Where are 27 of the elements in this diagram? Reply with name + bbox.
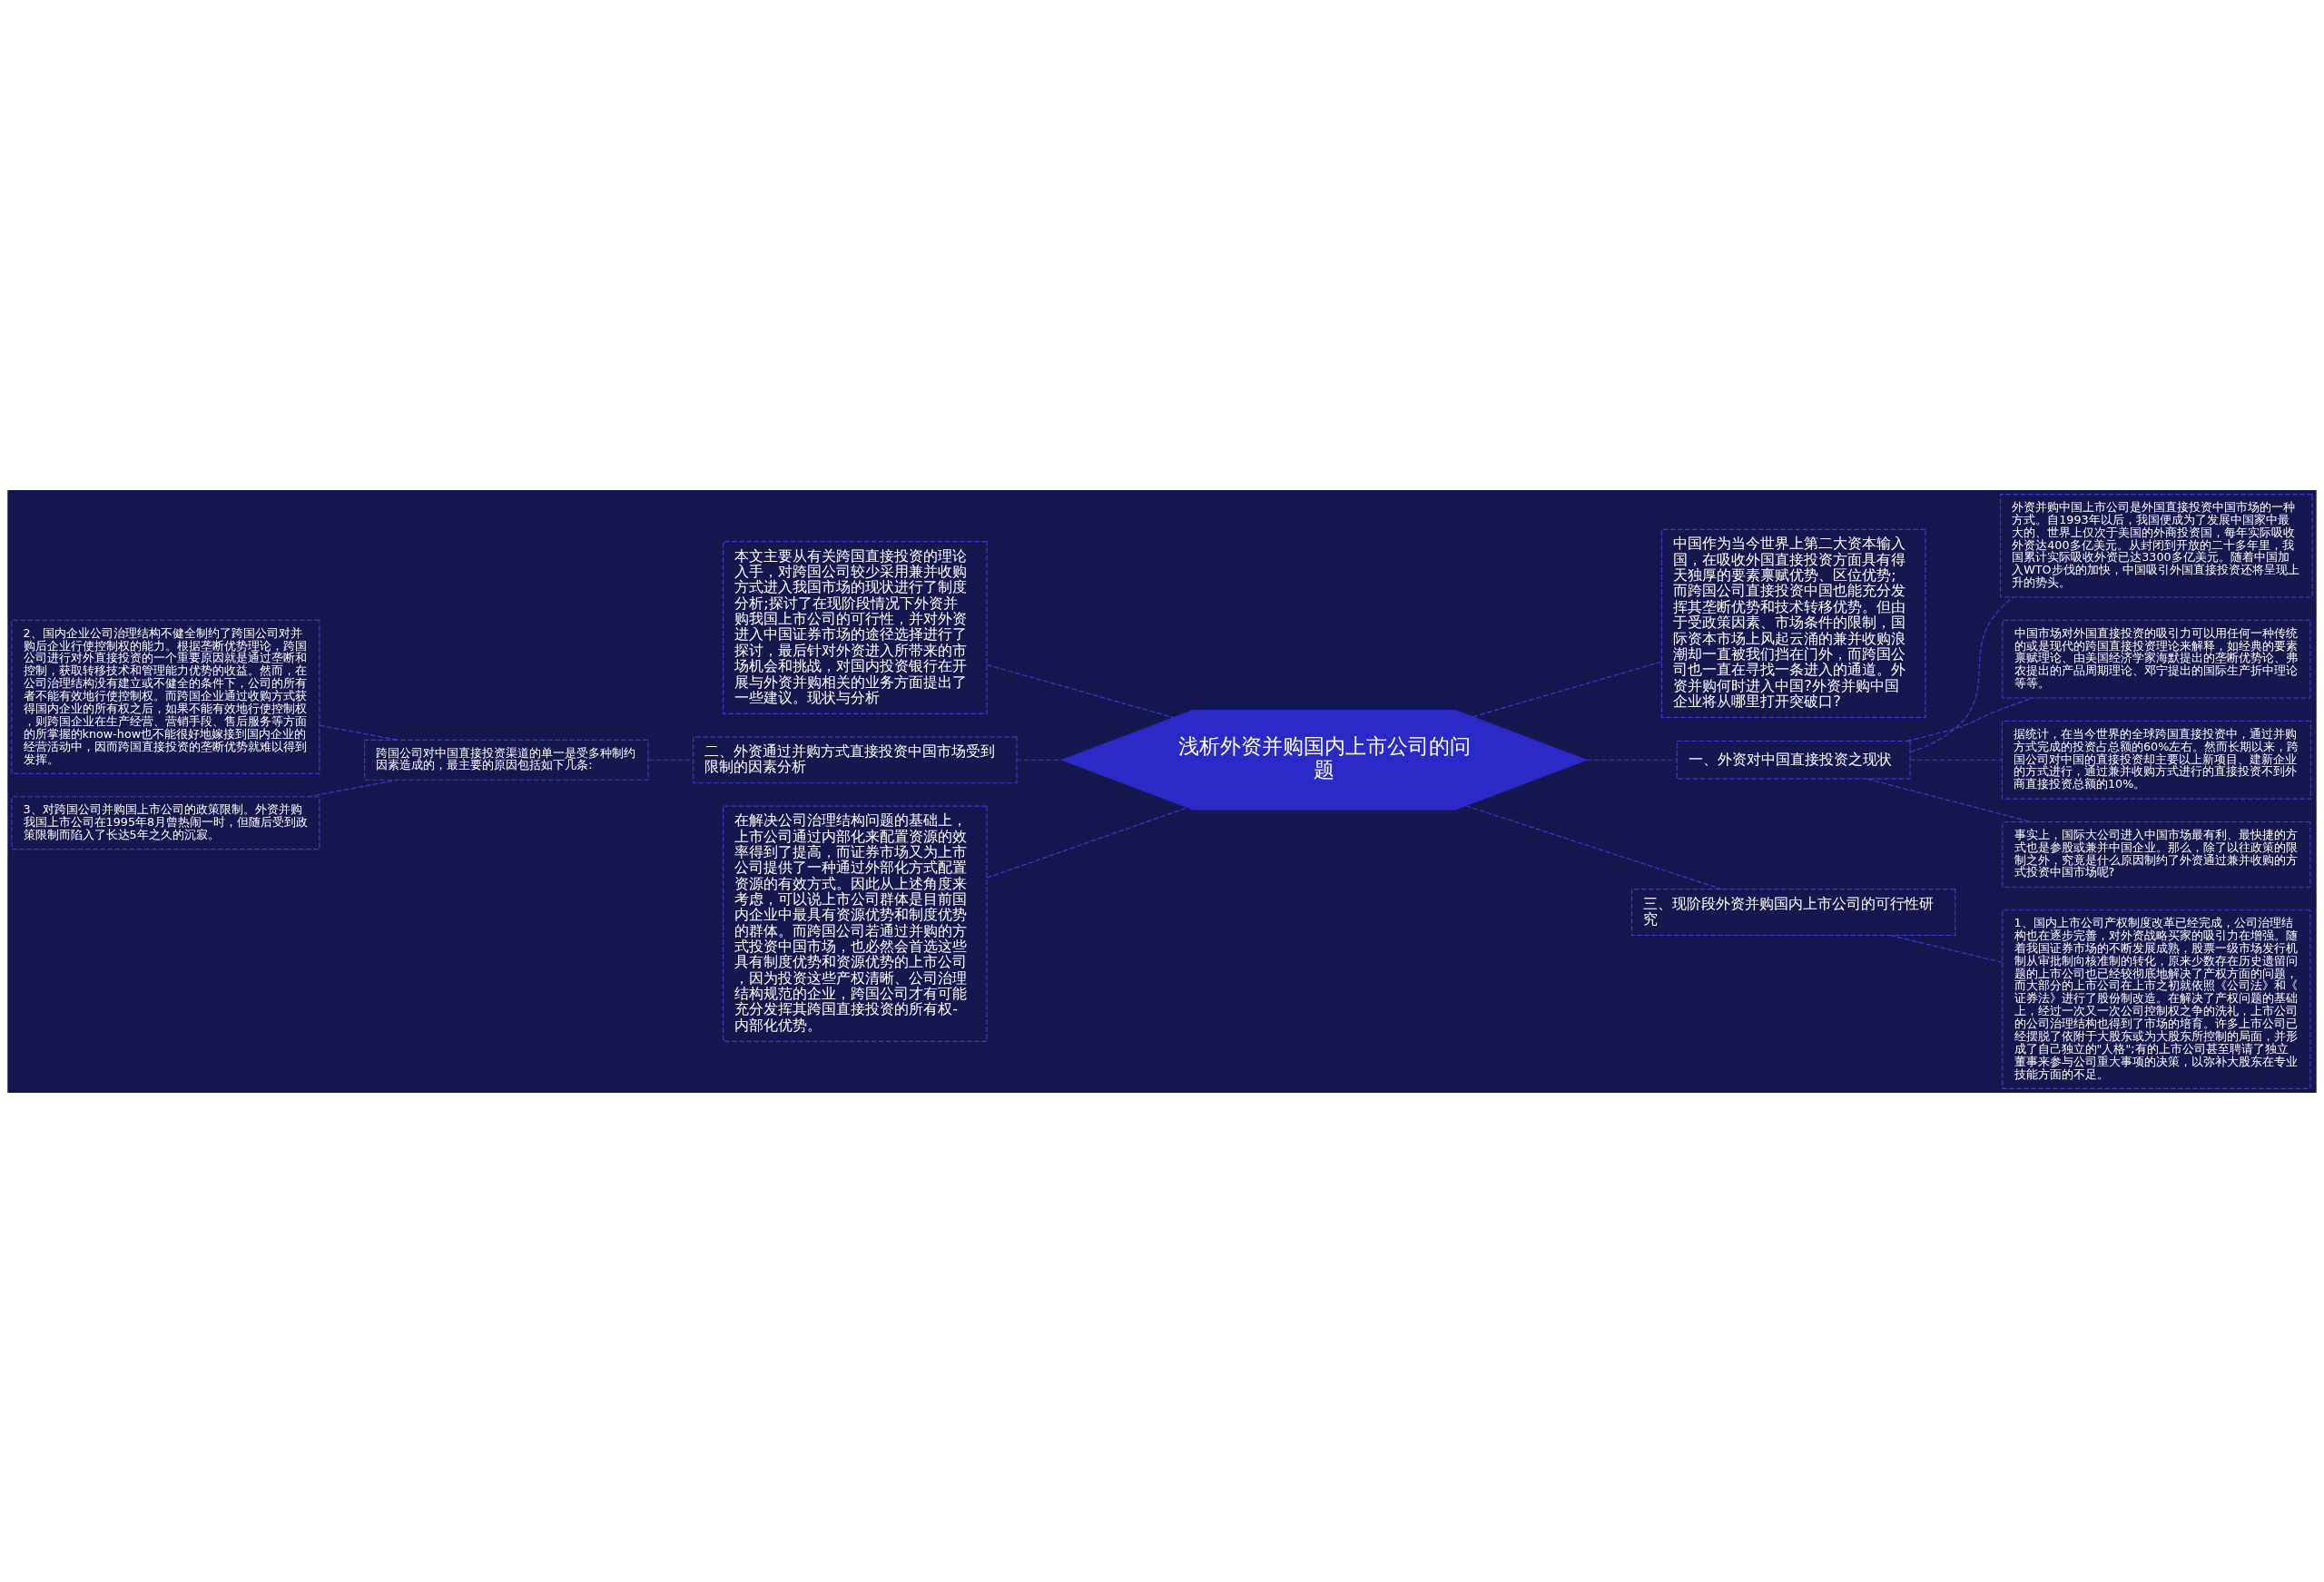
connector bbox=[1905, 697, 2034, 742]
connector bbox=[319, 724, 399, 741]
node-box: 一、外资对中国直接投资之现状 bbox=[1676, 740, 1911, 780]
node-box: 事实上，国际大公司进入中国市场最有利、最快捷的方式也是参股或兼并中国企业。那么，除了以往政策的限制之外，究竟是什么原因制约了外资通过兼并收购的方式投资中国市场呢? bbox=[2002, 820, 2311, 888]
connector bbox=[986, 663, 1175, 718]
node-box: 中国作为当今世界上第二大资本输入国，在吸收外国直接投资方面具有得天独厚的要素禀赋优势、区位优势;而跨国公司直接投资中国也能充分发挥其垄断优势和技术转移优势。但由于受政策因素、市场条件的限制，国际资本市场上风起云涌的兼并收购浪潮却一直被我们挡在门外，而跨国公司也一直在寻找一条进入的通道。外资并购何时进入中国?外资并购中国企业将从哪里打开突破口? bbox=[1660, 528, 1926, 718]
connector bbox=[1866, 778, 2032, 822]
connector bbox=[1472, 660, 1662, 717]
node-box: 2、国内企业公司治理结构不健全制约了跨国公司对并购后企业行使控制权的能力。根据垄断优势理论，跨国公司进行对外直接投资的一个重要原因就是通过垄断和控制，获取转移技术和管理能力优势的收益。然而，在公司治理结构没有建立或不健全的条件下，公司的所有者不能有效地行使控制权。而跨国企业通过收购方式获得国内企业的所有权之后，如果不能有效地行使控制权，则跨国企业在生产经营、营销手段、售后服务等方面的所掌握的know-how也不能很好地嫁接到国内企业的经营活动中，因而跨国直接投资的垄断优势就难以得到发挥。 bbox=[11, 619, 320, 774]
connector bbox=[647, 759, 694, 761]
node-box: 二、外资通过并购方式直接投资中国市场受到限制的因素分析 bbox=[693, 735, 1018, 783]
node-box: 1、国内上市公司产权制度改革已经完成，公司治理结构也在逐步完善，对外资战略买家的吸引力在增强。随着我国证券市场的不断发展成熟，股票一级市场发行机制从审批制向核准制的转化，原来少数存在历史遗留问题的上市公司也已经较彻底地解决了产权方面的问题，而大部分的上市公司在上市之初就依照《公司法》和《证券法》进行了股份制改造。在解决了产权问题的基础上，经过一次又一次公司控制权之争的洗礼，上市公司的公司治理结构也得到了市场的培育。许多上市公司已经摆脱了依附于大股东或为大股东所控制的局面，并形成了自己独立的"人格";有的上市公司甚至聘请了独立董事来参与公司重大事项的决策，以弥补大股东在专业技能方面的不足。 bbox=[2002, 909, 2311, 1089]
node-box: 外资并购中国上市公司是外国直接投资中国市场的一种方式。自1993年以后，我国便成为了发展中国家中最大的、世界上仅次于美国的外商投资国，每年实际吸收外资达400多亿美元。从封闭到开放的二十多年里，我国累计实际吸收外资已达3300多亿美元。随着中国加入WTO步伐的加快，中国吸引外国直接投资还将呈现上升的势头。 bbox=[1999, 493, 2313, 598]
node-box: 中国市场对外国直接投资的吸引力可以用任何一种传统的或是现代的跨国直接投资理论来解释，如经典的要素禀赋理论、由美国经济学家海默提出的垄断优势论、弗农提出的产品周期理论、邓宁提出的国际生产折中理论等等。 bbox=[2002, 619, 2311, 699]
connector bbox=[1909, 596, 2014, 752]
node-box: 本文主要从有关跨国直接投资的理论入手，对跨国公司较少采用兼并收购方式进入我国市场的现状进行了制度分析;探讨了在现阶段情况下外资并购我国上市公司的可行性，并对外资进入中国证券市场的途径选择进行了探讨，最后针对外资进入所带来的市场机会和挑战，对国内投资银行在开展与外资并购相关的业务方面提出了一些建议。现状与分析 bbox=[723, 540, 988, 714]
connector bbox=[1586, 759, 1678, 761]
connector bbox=[986, 806, 1188, 879]
node-box: 跨国公司对中国直接投资渠道的单一是受多种制约因素造成的，最主要的原因包括如下几条: bbox=[364, 739, 649, 781]
node-box: 在解决公司治理结构问题的基础上，上市公司通过内部化来配置资源的效率得到了提高，而证券市场又为上市公司提供了一种通过外部化方式配置资源的有效方式。因此从上述角度来考虑，可以说上市公司群体是目前国内企业中最具有资源优势和制度优势的群体。而跨国公司若通过并购的方式投资中国市场，也必然会首选这些具有制度优势和资源优势的上市公司，因为投资这些产权清晰、公司治理结构规范的企业，跨国公司才有可能充分发挥其跨国直接投资的所有权-内部化优势。 bbox=[723, 805, 988, 1042]
connector bbox=[1465, 804, 1722, 889]
connector bbox=[307, 779, 399, 797]
node-box: 三、现阶段外资并购国内上市公司的可行性研究 bbox=[1630, 888, 1956, 936]
connector bbox=[1016, 759, 1063, 761]
node-box: 3、对跨国公司并购国上市公司的政策限制。外资并购我国上市公司在1995年8月曾热闹一时，但随后受到政策限制而陷入了长达5年之久的沉寂。 bbox=[11, 795, 320, 850]
node-box: 据统计，在当今世界的全球跨国直接投资中，通过并购方式完成的投资占总额的60%左右。然而长期以来，跨国公司对中国的直接投资却主要以上新项目、建新企业的方式进行，通过兼并收购方式进行的直接投资不到外商直接投资总额的10%。 bbox=[2001, 720, 2311, 800]
connector bbox=[1909, 759, 2003, 761]
